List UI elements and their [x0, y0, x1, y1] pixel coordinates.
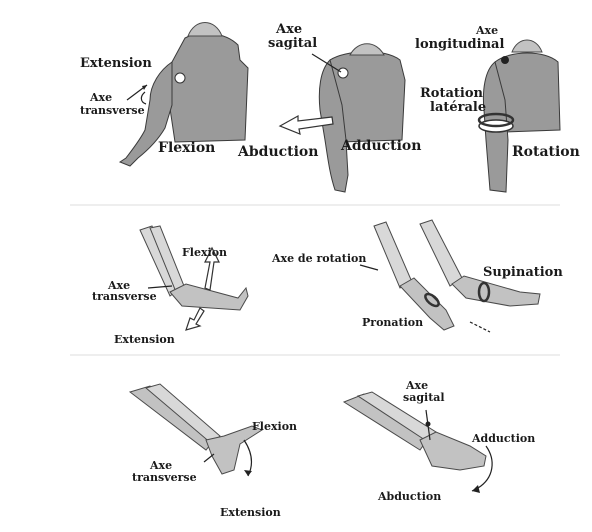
label-rotation-laterale-line1: Rotation [420, 86, 484, 101]
label-elbow-axe-line2: transverse [92, 290, 157, 303]
label-wrist-axe-sagital-line2: sagital [403, 391, 445, 404]
torso-figure-3 [483, 40, 560, 192]
panel-wrist-flexion: Flexion Axe transverse Extension [130, 384, 297, 519]
label-supination: Supination [483, 265, 563, 280]
panel-elbow-flexion: Flexion Axe transverse Extension [92, 226, 248, 346]
label-wrist-flexion: Flexion [252, 420, 297, 433]
longitudinal-axis-marker [501, 56, 509, 64]
label-wrist-extension: Extension [220, 506, 281, 519]
label-axe-transverse-line1: Axe [89, 91, 112, 104]
panel-shoulder-rotation: Axe longitudinal Rotation latérale Rotat… [415, 24, 580, 192]
label-wrist-adduction: Adduction [471, 432, 535, 445]
label-axe-longitudinal-line1: Axe [475, 24, 498, 37]
transverse-axis-line-wrist [204, 454, 214, 462]
label-axe-longitudinal-line2: longitudinal [415, 37, 504, 52]
label-axe-transverse-line2: transverse [80, 104, 145, 117]
label-wrist-axe-line2: transverse [132, 471, 197, 484]
label-axe-sagital-line2: sagital [268, 36, 317, 51]
label-elbow-extension: Extension [114, 333, 175, 346]
label-elbow-flexion: Flexion [182, 246, 227, 259]
shoulder-joint-marker-2 [338, 68, 348, 78]
label-abduction: Abduction [237, 144, 318, 160]
label-flexion: Flexion [158, 140, 215, 156]
label-axe-sagital-line1: Axe [275, 22, 302, 37]
label-pronation: Pronation [362, 316, 423, 329]
label-extension: Extension [80, 56, 152, 71]
label-rotation-laterale-line2: latérale [430, 100, 486, 115]
wrist-flexion-arrow [244, 440, 252, 476]
panel-forearm-rotation: Axe de rotation Supination Pronation [271, 220, 563, 332]
shoulder-joint-marker-1 [175, 73, 185, 83]
panel-shoulder-abduction: Axe sagital Abduction Adduction [237, 22, 421, 192]
panel-wrist-adduction: Axe sagital Adduction Abduction [344, 379, 535, 503]
label-rotation: Rotation [512, 144, 580, 160]
panel-shoulder-flexion: Extension Axe transverse Flexion [80, 23, 248, 167]
transverse-axis-arrow-1 [127, 85, 147, 104]
label-axe-de-rotation: Axe de rotation [271, 252, 366, 265]
arm-figure-pronation [374, 222, 454, 330]
label-adduction: Adduction [340, 138, 421, 154]
label-wrist-abduction: Abduction [377, 490, 441, 503]
extension-arrow-down [186, 308, 204, 330]
